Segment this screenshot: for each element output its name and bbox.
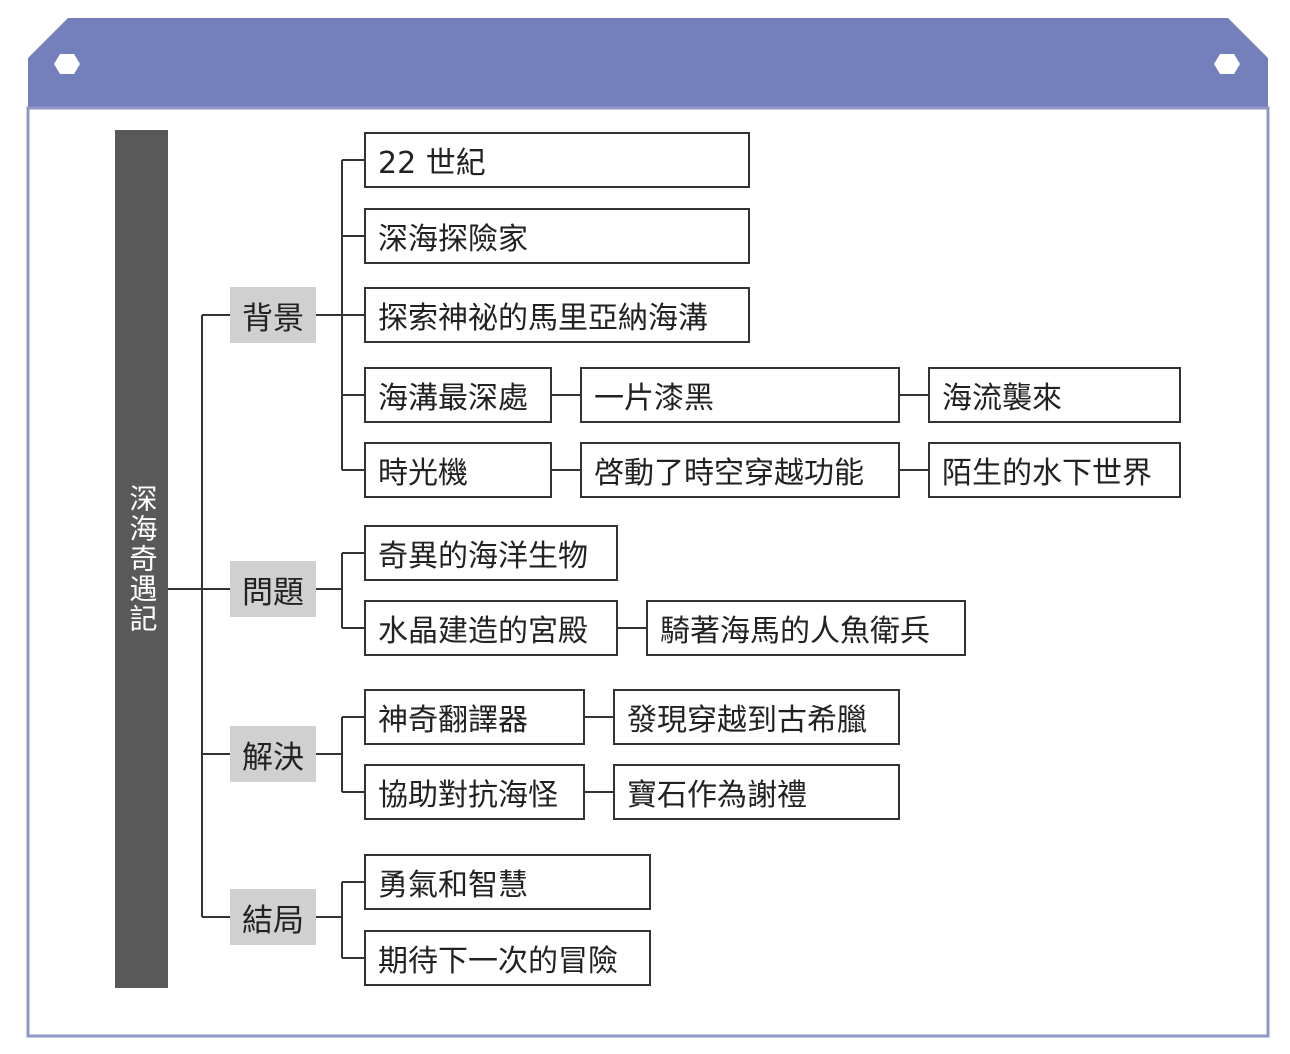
category-problem: 問題 xyxy=(230,561,316,617)
node-ancient-greece: 發現穿越到古希臘 xyxy=(613,689,900,745)
node-strange-world: 陌生的水下世界 xyxy=(928,442,1181,498)
node-creatures: 奇異的海洋生物 xyxy=(364,525,618,581)
left-hexagon-icon xyxy=(54,54,80,74)
node-time-machine: 時光機 xyxy=(364,442,552,498)
category-background: 背景 xyxy=(230,287,316,343)
frame-border xyxy=(26,106,1270,1038)
root-node: 深海奇遇記 xyxy=(115,130,168,988)
category-solution: 解決 xyxy=(230,726,316,782)
node-mission: 探索神祕的馬里亞納海溝 xyxy=(364,287,750,343)
root-title: 深海奇遇記 xyxy=(125,484,159,634)
node-next-adventure: 期待下一次的冒險 xyxy=(364,930,651,986)
node-courage: 勇氣和智慧 xyxy=(364,854,651,910)
node-darkness: 一片漆黑 xyxy=(580,367,900,423)
header-bar xyxy=(28,18,1268,108)
node-deepest: 海溝最深處 xyxy=(364,367,552,423)
node-era: 22 世紀 xyxy=(364,132,750,188)
node-mermaid-guard: 騎著海馬的人魚衛兵 xyxy=(646,600,966,656)
right-hexagon-icon xyxy=(1214,54,1240,74)
node-activate: 啓動了時空穿越功能 xyxy=(580,442,900,498)
node-translator: 神奇翻譯器 xyxy=(364,689,585,745)
node-fight-monster: 協助對抗海怪 xyxy=(364,764,585,820)
node-gem-reward: 寶石作為謝禮 xyxy=(613,764,900,820)
node-current: 海流襲來 xyxy=(928,367,1181,423)
node-character: 深海探險家 xyxy=(364,208,750,264)
category-ending: 結局 xyxy=(230,889,316,945)
node-palace: 水晶建造的宮殿 xyxy=(364,600,618,656)
